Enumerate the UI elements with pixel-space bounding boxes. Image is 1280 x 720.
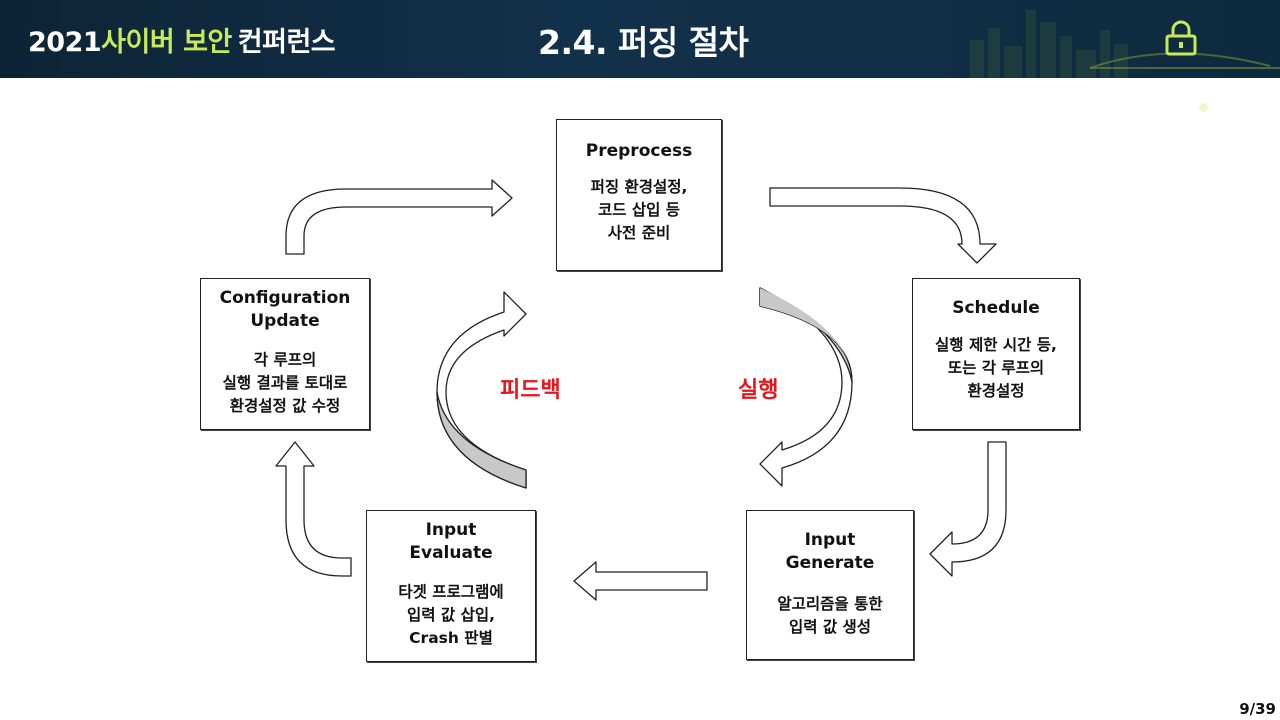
- step-config-title-2: Update: [250, 311, 320, 331]
- step-config-desc-2: 실행 결과를 토대로: [222, 374, 348, 392]
- city-skyline-graphic: [970, 10, 1280, 78]
- step-input-generate: Input Generate 알고리즘을 통한 입력 값 생성: [746, 510, 914, 660]
- conference-year: 2021: [28, 27, 102, 58]
- step-preprocess-desc-2: 코드 삽입 등: [597, 201, 681, 219]
- step-evaluate-desc-1: 타겟 프로그램에: [398, 583, 504, 601]
- step-preprocess: Preprocess 퍼징 환경설정, 코드 삽입 등 사전 준비: [556, 119, 722, 271]
- step-generate-desc-1: 알고리즘을 통한: [777, 595, 883, 613]
- step-schedule-desc-1: 실행 제한 시간 등,: [935, 336, 1057, 354]
- step-schedule-title: Schedule: [952, 298, 1040, 318]
- step-evaluate-desc-3: Crash 판별: [409, 629, 493, 647]
- conference-highlight: 사이버 보안: [101, 27, 232, 58]
- arrow-evaluate-to-config: [275, 441, 352, 577]
- step-config-title-1: Configuration: [219, 288, 351, 308]
- step-preprocess-desc-3: 사전 준비: [607, 224, 671, 242]
- conference-suffix: 컨퍼런스: [237, 27, 336, 58]
- step-config-desc-3: 환경설정 값 수정: [229, 397, 341, 415]
- lock-icon: [1165, 20, 1197, 56]
- step-generate-title-2: Generate: [785, 553, 875, 573]
- step-config-desc-1: 각 루프의: [253, 351, 317, 369]
- decorative-dot: [1199, 103, 1208, 112]
- step-evaluate-title-1: Input: [425, 520, 477, 540]
- step-preprocess-desc-1: 퍼징 환경설정,: [590, 178, 688, 196]
- feedback-label: 피드백: [500, 378, 561, 403]
- arrow-config-to-preprocess: [285, 179, 513, 255]
- step-schedule-desc-2: 또는 각 루프의: [947, 359, 1045, 377]
- slide-title: 2.4. 퍼징 절차: [538, 23, 749, 62]
- step-evaluate-title-2: Evaluate: [409, 543, 493, 563]
- step-evaluate-desc-2: 입력 값 삽입,: [407, 606, 495, 624]
- step-configuration-update: Configuration Update 각 루프의 실행 결과를 토대로 환경…: [200, 278, 370, 430]
- step-generate-desc-2: 입력 값 생성: [788, 618, 872, 636]
- page-number: 9/39: [1239, 700, 1276, 718]
- step-input-evaluate: Input Evaluate 타겟 프로그램에 입력 값 삽입, Crash 판…: [366, 510, 536, 662]
- arrow-generate-to-evaluate: [573, 561, 708, 601]
- step-schedule: Schedule 실행 제한 시간 등, 또는 각 루프의 환경설정: [912, 278, 1080, 430]
- step-preprocess-title: Preprocess: [585, 141, 693, 161]
- arrow-preprocess-to-schedule: [769, 187, 997, 264]
- execute-label: 실행: [738, 378, 779, 403]
- step-generate-title-1: Input: [804, 530, 856, 550]
- step-schedule-desc-3: 환경설정: [967, 382, 1025, 400]
- arrow-schedule-to-generate: [929, 441, 1007, 577]
